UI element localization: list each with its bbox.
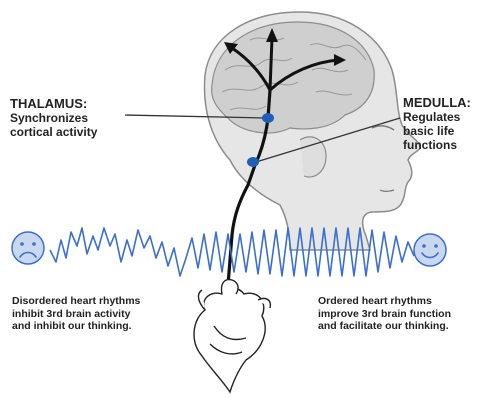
heart-body [194,288,265,392]
ordered-caption: Ordered heart rhythms improve 3rd brain … [318,295,451,333]
medulla-desc-line-1: Regulates [403,111,471,125]
happy-face-icon [414,234,446,266]
medulla-title: MEDULLA: [403,96,471,111]
disordered-line-3: and inhibit our thinking. [12,320,140,333]
aorta [221,280,238,294]
medulla-node [247,157,259,167]
medulla-desc-line-2: basic life [403,125,471,139]
disordered-line-1: Disordered heart rhythms [12,295,140,308]
thalamus-label: THALAMUS: Synchronizes cortical activity [10,97,97,140]
medulla-label: MEDULLA: Regulates basic life functions [403,96,471,152]
disordered-line-2: inhibit 3rd brain activity [12,308,140,321]
sad-face-icon [12,232,44,264]
thalamus-node [262,113,274,123]
thalamus-title: THALAMUS: [10,97,97,112]
disordered-caption: Disordered heart rhythms inhibit 3rd bra… [12,295,140,333]
heart-illustration [194,280,270,392]
thalamus-desc-line-2: cortical activity [10,126,97,140]
ordered-line-3: and facilitate our thinking. [318,320,451,333]
medulla-desc-line-3: functions [403,139,471,153]
thalamus-desc-line-1: Synchronizes [10,112,97,126]
ordered-line-1: Ordered heart rhythms [318,295,451,308]
ordered-line-2: improve 3rd brain function [318,308,451,321]
